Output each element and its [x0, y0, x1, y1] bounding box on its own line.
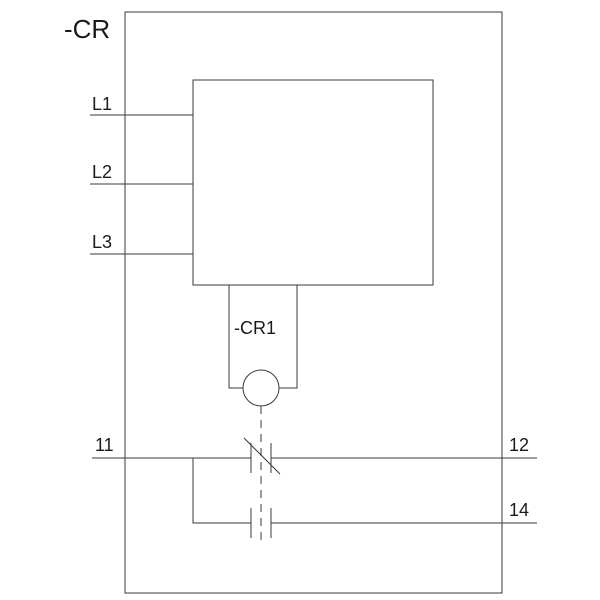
relay-coil	[242, 369, 280, 407]
device-label: -CR	[64, 14, 110, 44]
terminal-label-14: 14	[509, 500, 529, 520]
enclosure-frame	[124, 11, 503, 594]
relay-label: -CR1	[234, 318, 276, 338]
nc-contact-slash	[243, 437, 281, 475]
terminal-label-12: 12	[509, 435, 529, 455]
input-label-l1: L1	[92, 94, 112, 114]
no-branch-wire	[192, 458, 251, 524]
control-unit-box	[192, 79, 434, 286]
terminal-label-11: 11	[95, 435, 114, 455]
coil-wire-right	[279, 285, 298, 389]
input-label-l2: L2	[92, 162, 112, 182]
input-label-l3: L3	[92, 232, 112, 252]
coil-wire-left	[228, 285, 243, 389]
